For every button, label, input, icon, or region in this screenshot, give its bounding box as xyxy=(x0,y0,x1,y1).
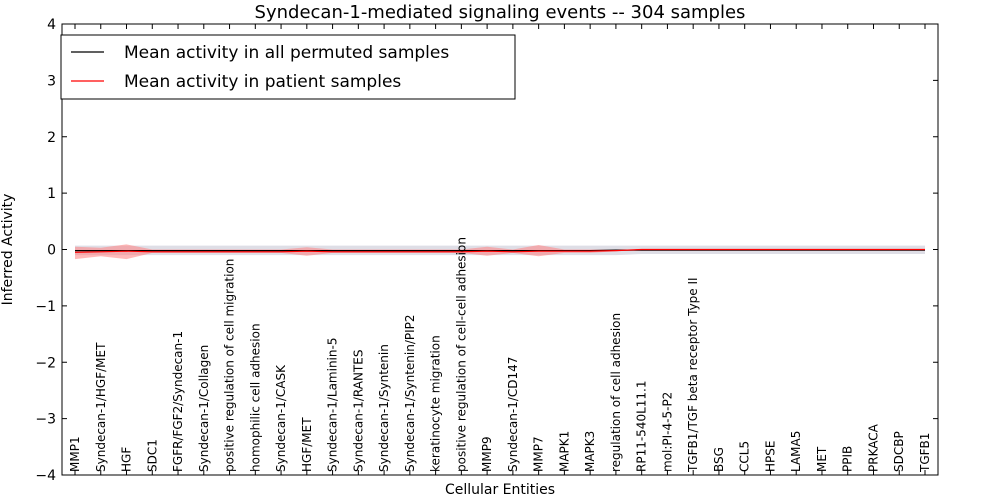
y-tick-label: −4 xyxy=(35,468,56,484)
x-tick-label: MAPK1 xyxy=(557,431,571,472)
line-series-0 xyxy=(75,249,925,252)
x-tick-label: TGFB1/TGF beta receptor Type II xyxy=(686,277,700,473)
x-tick-label: positive regulation of cell migration xyxy=(223,259,237,472)
x-tick-label: SDCBP xyxy=(892,431,906,472)
y-tick-label: 4 xyxy=(47,17,56,33)
y-tick-label: 0 xyxy=(47,243,56,259)
x-tick-label: TGFB1 xyxy=(918,433,932,473)
x-tick-label: positive regulation of cell-cell adhesio… xyxy=(454,237,468,472)
x-axis-label: Cellular Entities xyxy=(445,482,555,498)
x-tick-label: Syndecan-1/CD147 xyxy=(506,357,520,472)
x-tick-label: Syndecan-1/Collagen xyxy=(197,345,211,472)
x-tick-label: RP11-540L11.1 xyxy=(635,381,649,472)
legend-label-patient: Mean activity in patient samples xyxy=(124,72,401,92)
x-tick-label: Syndecan-1/Laminin-5 xyxy=(326,338,340,472)
legend: Mean activity in all permuted samples Me… xyxy=(60,34,516,100)
x-tick-label: mol:PI-4-5-P2 xyxy=(660,392,674,472)
x-axis: MMP1 Syndecan-1/HGF/MET HGF SDC1 FGFR/FGF2/S… xyxy=(68,24,932,475)
x-tick-label: MMP9 xyxy=(480,436,494,472)
x-tick-label: Syndecan-1/Syntenin xyxy=(377,344,391,472)
y-axis: −4 −3 −2 −1 0 1 2 3 4 xyxy=(35,17,938,484)
x-tick-label: PPIB xyxy=(841,446,855,472)
legend-box xyxy=(60,34,516,100)
x-tick-label: CCL5 xyxy=(738,441,752,472)
x-tick-label: MET xyxy=(815,446,829,472)
y-axis-label: Inferred Activity xyxy=(0,194,16,306)
y-tick-label: 1 xyxy=(47,186,56,202)
x-tick-label: keratinocyte migration xyxy=(429,335,443,472)
series-lines xyxy=(74,248,925,253)
x-tick-label: MMP1 xyxy=(68,436,82,472)
x-tick-label: HPSE xyxy=(764,441,778,472)
x-tick-label: homophilic cell adhesion xyxy=(248,323,262,472)
y-tick-label: −1 xyxy=(35,299,56,315)
y-tick-label: 3 xyxy=(47,73,56,89)
x-tick-label: Syndecan-1/CASK xyxy=(274,364,288,472)
x-tick-label: Syndecan-1/Syntenin/PIP2 xyxy=(403,314,417,472)
x-tick-label: HGF xyxy=(120,447,134,472)
line-series-1 xyxy=(74,248,925,253)
x-tick-label: Syndecan-1/HGF/MET xyxy=(94,342,108,472)
chart-title: Syndecan-1-mediated signaling events -- … xyxy=(255,2,746,23)
x-tick-label: PRKACA xyxy=(867,423,881,472)
legend-label-permuted: Mean activity in all permuted samples xyxy=(124,43,449,63)
y-tick-label: 2 xyxy=(47,130,56,146)
y-tick-label: −2 xyxy=(35,355,56,371)
x-tick-label: HGF/MET xyxy=(300,417,314,472)
x-tick-label: BSG xyxy=(712,447,726,472)
x-tick-label: SDC1 xyxy=(145,439,159,472)
y-tick-label: −3 xyxy=(35,412,56,428)
x-tick-label: LAMA5 xyxy=(789,431,803,472)
x-tick-label: regulation of cell adhesion xyxy=(609,313,623,472)
x-tick-label: Syndecan-1/RANTES xyxy=(351,350,365,472)
x-tick-label: FGFR/FGF2/Syndecan-1 xyxy=(171,331,185,472)
x-tick-label: MMP7 xyxy=(532,436,546,472)
x-tick-label: MAPK3 xyxy=(583,431,597,472)
